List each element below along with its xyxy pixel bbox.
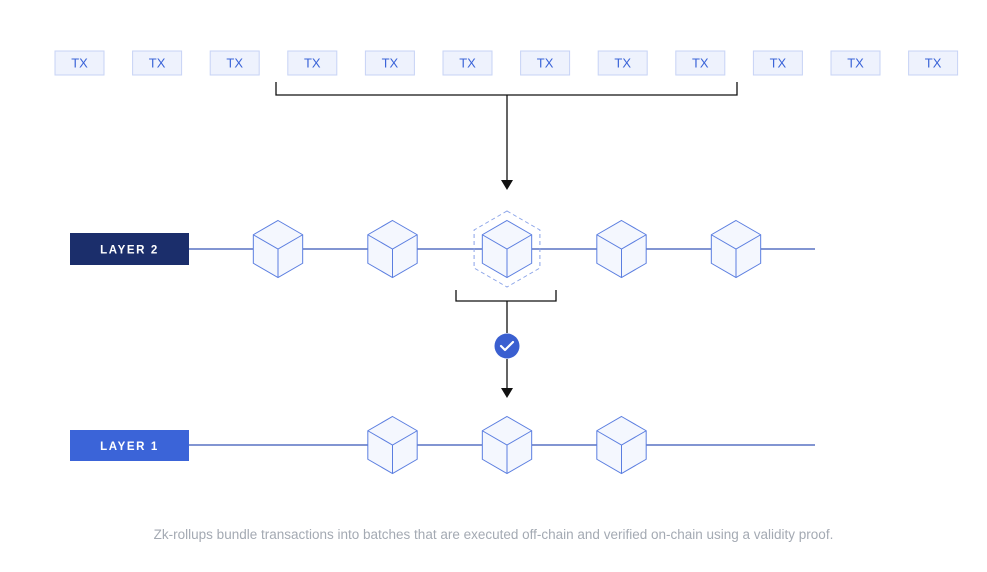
- tx-label: TX: [149, 56, 166, 71]
- block-cube: [252, 219, 304, 279]
- block-cube: [367, 415, 418, 475]
- layer2-label: LAYER 2: [100, 245, 159, 257]
- tx-label: TX: [304, 56, 321, 71]
- tx-box: TX: [364, 50, 415, 76]
- block-cube: [596, 415, 647, 475]
- block-cube: [710, 219, 762, 279]
- layer1-label: LAYER 1: [100, 441, 159, 453]
- tx-box: TX: [752, 50, 803, 76]
- tx-label: TX: [226, 56, 243, 71]
- tx-label: TX: [847, 56, 864, 71]
- tx-box: TX: [442, 50, 493, 76]
- tx-label: TX: [770, 56, 787, 71]
- tx-label: TX: [925, 56, 942, 71]
- layer1-label-box: [70, 430, 189, 461]
- block-cube-highlighted: [473, 210, 541, 288]
- block-cube: [367, 219, 418, 279]
- tx-label: TX: [537, 56, 554, 71]
- caption: Zk-rollups bundle transactions into batc…: [153, 527, 834, 542]
- tx-label: TX: [382, 56, 399, 71]
- block-cube: [596, 219, 647, 279]
- proof-arrowhead: [501, 388, 513, 398]
- tx-box: TX: [908, 50, 959, 76]
- tx-label: TX: [71, 56, 88, 71]
- highlight-outline: [473, 210, 541, 288]
- tx-box: TX: [520, 50, 571, 76]
- batch-arrowhead: [501, 180, 513, 190]
- layer2-label-box: [70, 233, 189, 265]
- batch-bracket: [275, 82, 738, 96]
- layer1-chain: LAYER 1: [70, 415, 815, 475]
- zk-rollup-diagram: TX TX TX TX TX TX TX TX TX TX TX TX LAYER 2 LAYER 1: [54, 50, 959, 475]
- proof-bracket: [455, 290, 557, 302]
- tx-label: TX: [692, 56, 709, 71]
- tx-box: TX: [132, 50, 183, 76]
- tx-label: TX: [459, 56, 476, 71]
- check-circle-icon: [494, 333, 520, 359]
- layer2-chain: LAYER 2: [70, 210, 815, 288]
- block-cube: [481, 415, 533, 475]
- tx-box: TX: [830, 50, 881, 76]
- tx-box: TX: [209, 50, 260, 76]
- tx-box: TX: [54, 50, 105, 76]
- tx-box: TX: [675, 50, 726, 76]
- transaction-row: TX TX TX TX TX TX TX TX TX TX TX TX: [54, 50, 959, 76]
- tx-box: TX: [597, 50, 648, 76]
- tx-box: TX: [287, 50, 338, 76]
- tx-label: TX: [614, 56, 631, 71]
